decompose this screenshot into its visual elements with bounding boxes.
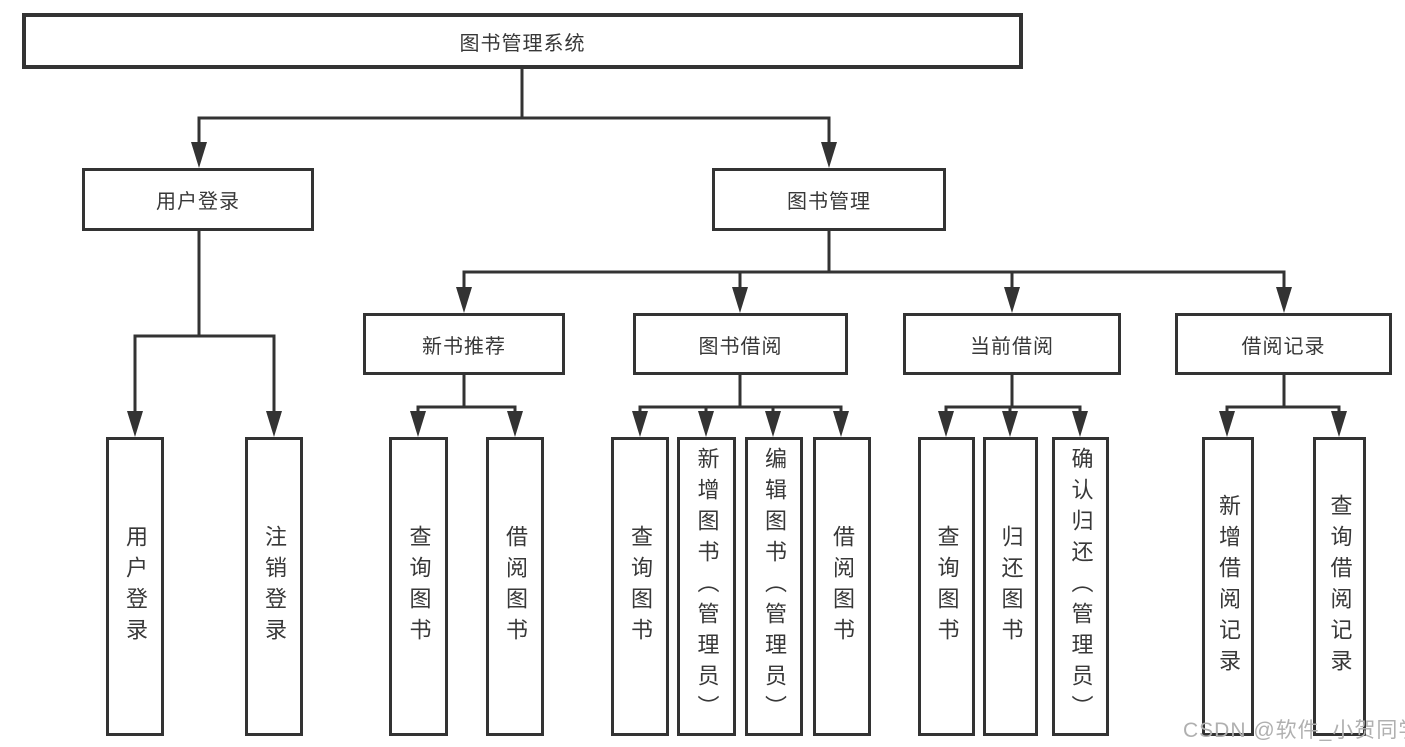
leaf-query-books-recommend-label: 查询图书	[406, 524, 432, 649]
leaf-logout-label: 注销登录	[262, 524, 287, 649]
leaf-add-books-admin: 新增图书（管理员）	[677, 437, 736, 736]
node-library-management-system: 图书管理系统	[22, 13, 1023, 69]
node-book-borrowing: 图书借阅	[633, 313, 848, 375]
leaf-add-books-admin-label: 新增图书（管理员）	[694, 447, 720, 726]
leaf-borrow-books-recommend-label: 借阅图书	[503, 524, 528, 649]
node-borrowing-records: 借阅记录	[1175, 313, 1392, 375]
node-user-login: 用户登录	[82, 168, 314, 231]
leaf-query-books-current-label: 查询图书	[934, 524, 960, 649]
leaf-add-borrow-record-label: 新增借阅记录	[1216, 493, 1241, 680]
leaf-add-borrow-record: 新增借阅记录	[1202, 437, 1254, 736]
leaf-confirm-return-admin-label: 确认归还（管理员）	[1068, 447, 1094, 726]
leaf-query-borrow-record: 查询借阅记录	[1313, 437, 1366, 736]
node-current-borrowing: 当前借阅	[903, 313, 1121, 375]
leaf-query-books-recommend: 查询图书	[389, 437, 448, 736]
leaf-return-books: 归还图书	[983, 437, 1038, 736]
leaf-query-books-borrowing-label: 查询图书	[628, 524, 653, 649]
leaf-edit-books-admin-label: 编辑图书（管理员）	[762, 447, 787, 726]
leaf-user-login-label: 用户登录	[123, 524, 148, 649]
leaf-return-books-label: 归还图书	[998, 524, 1024, 649]
leaf-borrow-books-recommend: 借阅图书	[486, 437, 544, 736]
leaf-confirm-return-admin: 确认归还（管理员）	[1052, 437, 1109, 736]
watermark-csdn: CSDN @软件_小贺同学	[1183, 719, 1405, 742]
leaf-query-books-borrowing: 查询图书	[611, 437, 669, 736]
leaf-user-login: 用户登录	[106, 437, 164, 736]
leaf-edit-books-admin: 编辑图书（管理员）	[745, 437, 803, 736]
arrowheads	[127, 142, 1347, 437]
leaf-borrow-books-borrowing: 借阅图书	[813, 437, 871, 736]
leaf-query-borrow-record-label: 查询借阅记录	[1327, 493, 1353, 680]
leaf-borrow-books-borrowing-label: 借阅图书	[830, 524, 855, 649]
leaf-query-books-current: 查询图书	[918, 437, 975, 736]
node-new-book-recommendation: 新书推荐	[363, 313, 565, 375]
node-book-management: 图书管理	[712, 168, 946, 231]
leaf-logout: 注销登录	[245, 437, 303, 736]
